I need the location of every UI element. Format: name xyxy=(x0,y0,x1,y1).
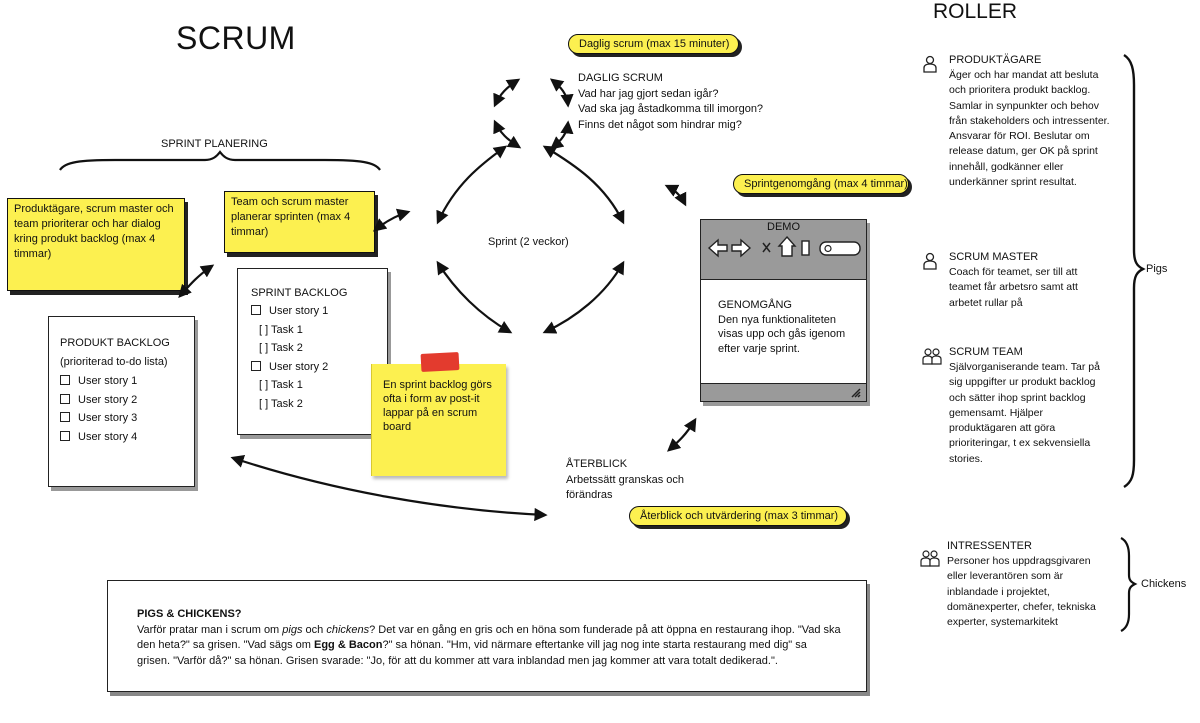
close-icon xyxy=(762,242,771,253)
sprint-backlog-list: User story 1 [ ] Task 1 [ ] Task 2 User … xyxy=(251,302,328,413)
cycle-arrow xyxy=(542,260,625,334)
list-item: User story 1 xyxy=(251,302,328,321)
person-icon xyxy=(923,55,937,73)
connector-arrow xyxy=(230,455,548,522)
pigs-chickens-box: PIGS & CHICKENS? Varför pratar man i scr… xyxy=(107,580,867,692)
role-text: Personer hos uppdragsgivaren eller lever… xyxy=(947,555,1096,629)
list-item: User story 1 xyxy=(60,372,137,391)
checkbox-icon xyxy=(60,430,70,441)
daily-question: Vad har jag gjort sedan igår? xyxy=(578,87,719,100)
role-title: SCRUM TEAM xyxy=(949,346,1023,358)
search-field-icon xyxy=(819,241,861,256)
retrospective-text: Arbetssätt granskas och förändras xyxy=(566,473,685,502)
checkbox-icon xyxy=(251,305,261,315)
note-product-owner-planning: Produktägare, scrum master och team prio… xyxy=(7,198,185,291)
role-text: Äger och har mandat att besluta och prio… xyxy=(949,69,1110,189)
review-pill: Sprintgenomgång (max 4 timmar) xyxy=(733,174,909,194)
demo-toolbar: DEMO xyxy=(701,220,866,280)
retrospective-heading: ÅTERBLICK xyxy=(566,458,628,470)
demo-content: GENOMGÅNG Den nya funktionaliteten visas… xyxy=(718,298,858,356)
cycle-arrow xyxy=(436,145,508,225)
list-item: User story 3 xyxy=(60,409,137,428)
product-backlog-card: PRODUKT BACKLOG (prioriterad to-do lista… xyxy=(48,316,195,487)
chickens-brace xyxy=(1120,537,1138,632)
review-heading: GENOMGÅNG xyxy=(718,299,792,311)
back-arrow-icon xyxy=(707,238,728,258)
roles-title: ROLLER xyxy=(933,0,1018,23)
daily-cycle-arrow xyxy=(549,78,574,108)
connector-arrow xyxy=(667,417,697,452)
postit-text: En sprint backlog görs ofta i form av po… xyxy=(383,379,492,433)
connector-arrow xyxy=(664,184,687,207)
person-icon xyxy=(923,252,937,270)
daily-scrum-pill: Daglig scrum (max 15 minuter) xyxy=(568,34,739,54)
list-item: User story 4 xyxy=(60,428,137,447)
home-icon xyxy=(777,235,797,257)
role-title: INTRESSENTER xyxy=(947,540,1032,552)
cycle-arrow xyxy=(436,260,513,334)
pigs-label: Pigs xyxy=(1146,263,1168,275)
role-title: PRODUKTÄGARE xyxy=(949,54,1042,66)
page-title: SCRUM xyxy=(176,20,296,56)
role-title: SCRUM MASTER xyxy=(949,251,1039,263)
checkbox-icon xyxy=(60,412,70,422)
pigs-chickens-text: Varför pratar man i scrum om pigs och ch… xyxy=(137,623,841,667)
product-backlog-subtitle: (prioriterad to-do lista) xyxy=(60,356,168,368)
retrospective-block: ÅTERBLICK Arbetssätt granskas och föränd… xyxy=(566,457,706,504)
review-text: Den nya funktionaliteten visas upp och g… xyxy=(718,313,846,355)
connector-arrow xyxy=(372,208,411,232)
cycle-arrow xyxy=(542,145,625,225)
daily-question: Finns det något som hindrar mig? xyxy=(578,118,742,131)
bookmark-icon xyxy=(801,240,810,256)
product-backlog-list: User story 1 User story 2 User story 3 U… xyxy=(60,372,137,446)
sprint-label: Sprint (2 veckor) xyxy=(488,236,569,248)
product-backlog-title: PRODUKT BACKLOG xyxy=(60,337,170,349)
pigs-chickens-title: PIGS & CHICKENS? xyxy=(137,608,242,620)
daily-cycle-arrow xyxy=(549,120,574,150)
sprint-backlog-title: SPRINT BACKLOG xyxy=(251,287,348,299)
demo-statusbar xyxy=(701,383,866,401)
list-item: [ ] Task 1 xyxy=(259,379,303,391)
group-icon xyxy=(920,550,940,567)
forward-arrow-icon xyxy=(731,238,752,258)
daily-scrum-block: DAGLIG SCRUM Vad har jag gjort sedan igå… xyxy=(578,71,763,133)
list-item: User story 2 xyxy=(251,358,328,377)
daily-question: Vad ska jag åstadkomma till imorgon? xyxy=(578,103,764,115)
connector-arrow xyxy=(178,264,215,298)
daily-cycle-arrow xyxy=(493,78,521,108)
note-team-planning: Team och scrum master planerar sprinten … xyxy=(224,191,375,253)
list-item: User story 2 xyxy=(60,391,137,410)
checkbox-icon xyxy=(60,375,70,385)
pigs-brace xyxy=(1123,53,1146,489)
list-item: [ ] Task 1 xyxy=(259,323,303,336)
demo-window: DEMO GENOMGÅNG Den nya funktionaliteten … xyxy=(700,219,867,402)
demo-title: DEMO xyxy=(767,221,800,233)
list-item: [ ] Task 2 xyxy=(259,397,303,410)
checkbox-icon xyxy=(60,393,70,404)
role-text: Självorganiserande team. Tar på sig uppg… xyxy=(949,361,1100,465)
retrospective-pill: Återblick och utvärdering (max 3 timmar) xyxy=(629,506,847,526)
list-item: [ ] Task 2 xyxy=(259,342,303,354)
daily-cycle-arrow xyxy=(493,119,522,149)
chickens-label: Chickens xyxy=(1141,578,1187,590)
role-text: Coach för teamet, ser till att teamet få… xyxy=(949,266,1078,309)
planning-brace xyxy=(59,150,381,171)
group-icon xyxy=(922,348,942,365)
sprint-backlog-card: SPRINT BACKLOG User story 1 [ ] Task 1 [… xyxy=(237,268,388,435)
checkbox-icon xyxy=(251,360,261,371)
sprint-planning-heading: SPRINT PLANERING xyxy=(161,138,268,150)
daily-scrum-title: DAGLIG SCRUM xyxy=(578,72,663,84)
resize-grip-icon xyxy=(851,388,861,398)
